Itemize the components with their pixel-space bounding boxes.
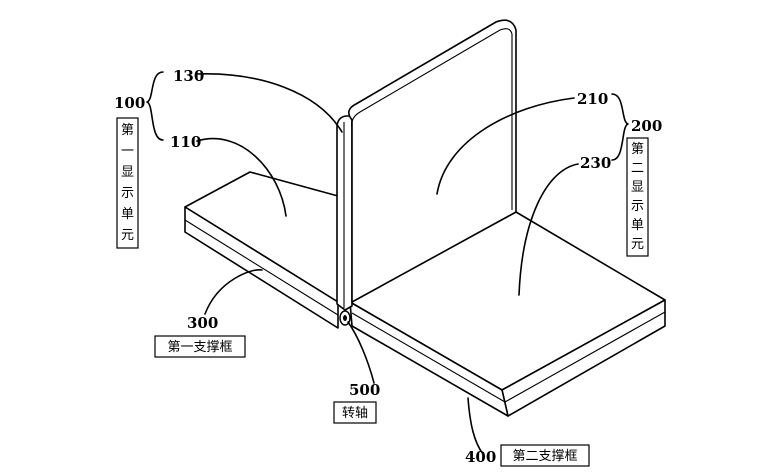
svg-text:二: 二 <box>631 161 644 176</box>
first-support-frame <box>184 171 339 329</box>
svg-text:元: 元 <box>121 228 134 243</box>
svg-text:转轴: 转轴 <box>342 406 368 421</box>
svg-text:显: 显 <box>121 165 134 180</box>
svg-text:第二支撑框: 第二支撑框 <box>512 449 577 464</box>
label-500: 500 <box>349 381 380 399</box>
svg-text:一: 一 <box>121 144 134 159</box>
brace-200 <box>611 93 629 161</box>
svg-text:第一支撑框: 第一支撑框 <box>167 340 232 355</box>
svg-text:第: 第 <box>121 123 134 138</box>
caption-hinge: 转轴 <box>333 401 377 424</box>
caption-second-support-frame: 第二支撑框 <box>500 444 590 467</box>
second-display-unit <box>348 19 517 303</box>
label-200: 200 <box>631 117 662 135</box>
label-210: 210 <box>577 90 608 108</box>
leader-130 <box>196 73 343 133</box>
label-110: 110 <box>170 133 201 151</box>
brace-100 <box>146 71 164 141</box>
leader-300 <box>204 269 263 315</box>
leader-500 <box>347 321 375 384</box>
caption-first-support-frame: 第一支撑框 <box>154 335 246 358</box>
svg-text:示: 示 <box>121 186 134 201</box>
svg-text:单: 单 <box>121 207 134 222</box>
svg-text:显: 显 <box>631 180 644 195</box>
label-100: 100 <box>114 94 145 112</box>
label-400: 400 <box>465 448 496 466</box>
leader-210 <box>436 97 575 195</box>
svg-text:第: 第 <box>631 142 644 157</box>
leader-400 <box>467 397 484 455</box>
label-130: 130 <box>173 67 204 85</box>
first-display-unit <box>336 115 353 311</box>
leader-lines <box>196 73 579 455</box>
label-300: 300 <box>187 314 218 332</box>
leader-110 <box>196 137 287 217</box>
leader-230 <box>518 163 579 296</box>
second-support-frame <box>349 211 666 417</box>
label-230: 230 <box>580 154 611 172</box>
caption-first-display-unit: 第 一 显 示 单 元 <box>116 117 139 249</box>
svg-text:单: 单 <box>631 218 644 233</box>
svg-text:元: 元 <box>631 237 644 252</box>
svg-text:示: 示 <box>631 199 644 214</box>
caption-second-display-unit: 第 二 显 示 单 元 <box>626 137 649 257</box>
